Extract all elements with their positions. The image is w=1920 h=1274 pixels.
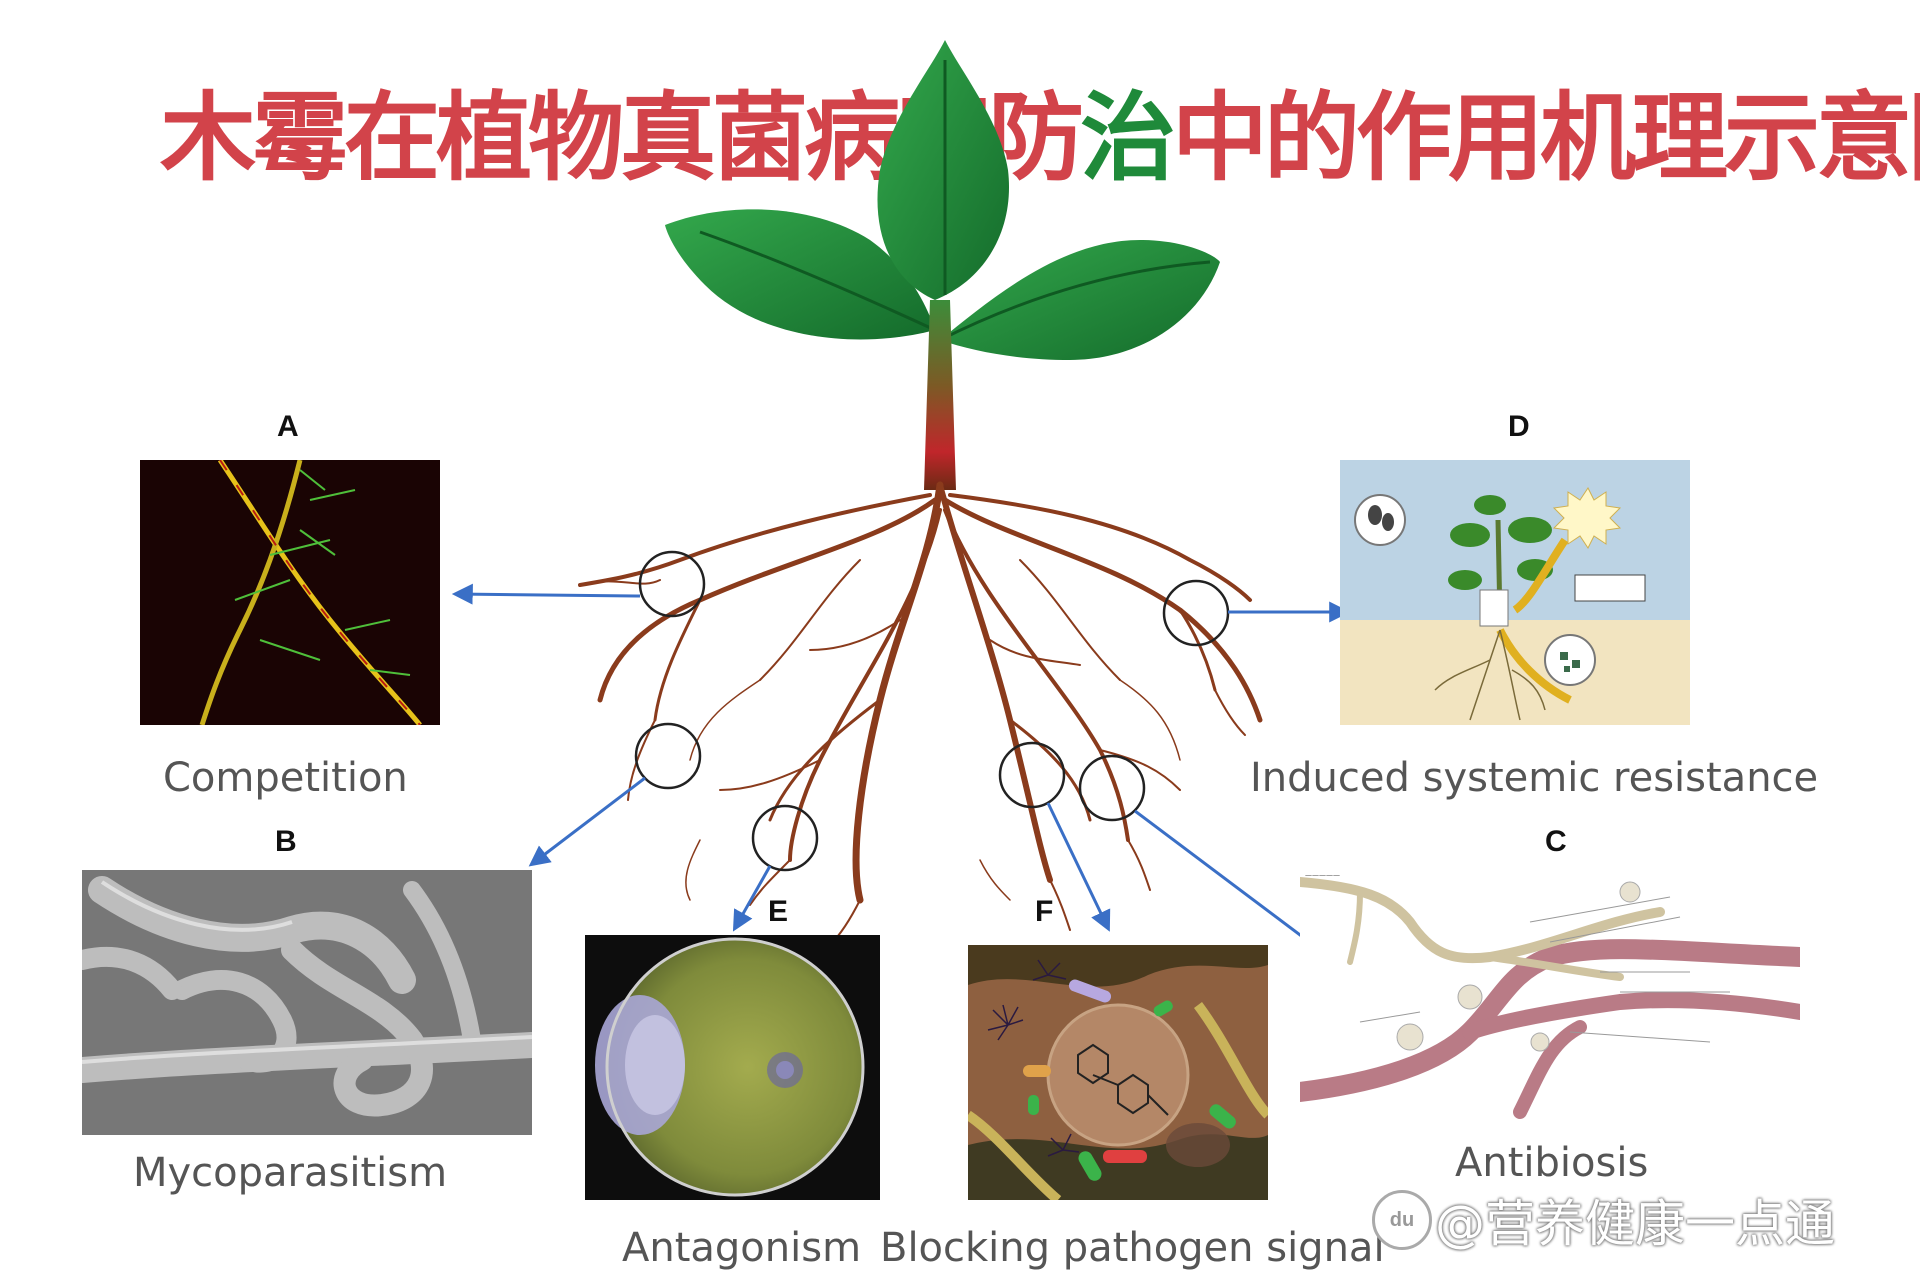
roots (578, 481, 1263, 946)
panel-b-caption: Mycoparasitism (133, 1150, 448, 1196)
panel-f-image (968, 945, 1268, 1200)
svg-text:—————: ————— (1305, 871, 1340, 879)
arrow-to-e (732, 865, 772, 932)
panel-b-image (82, 870, 532, 1135)
panel-c-image: ————— (1300, 862, 1800, 1122)
arrow-to-f (1046, 802, 1111, 932)
panel-d-letter: D (1508, 410, 1530, 443)
panel-a-caption: Competition (163, 755, 408, 801)
arrows (451, 583, 1351, 971)
panel-c-caption: Antibiosis (1455, 1140, 1649, 1186)
panel-f-caption: Blocking pathogen signal (880, 1225, 1385, 1271)
panel-e-letter: E (768, 895, 789, 928)
watermark-text: @营养健康一点通 (1435, 1195, 1835, 1253)
zoom-circle-b (634, 722, 702, 790)
panel-a-letter: A (277, 410, 299, 443)
zoom-circle-c (1078, 754, 1146, 822)
title-part-2: 治 (1080, 82, 1176, 194)
leaf-left (665, 209, 935, 340)
panel-f-letter: F (1035, 895, 1054, 928)
zoom-circle-e (751, 804, 819, 872)
leaf-center (877, 40, 1010, 300)
panel-d-image (1340, 460, 1690, 725)
zoom-circle-a (638, 550, 706, 618)
leaves (665, 40, 1220, 360)
panel-e-caption: Antagonism (622, 1225, 862, 1271)
watermark-badge: du (1372, 1190, 1432, 1250)
panel-c-letter: C (1545, 825, 1567, 858)
arrow-to-a (451, 583, 641, 605)
title-part-3: 中的作用机理示意图 (1172, 82, 1920, 194)
arrow-to-b (528, 776, 646, 867)
panel-d-caption: Induced systemic resistance (1250, 755, 1819, 801)
panel-e-image (585, 935, 880, 1200)
stem (924, 300, 956, 490)
panel-b-letter: B (275, 825, 297, 858)
panel-a-image (140, 460, 440, 725)
zoom-circles (634, 550, 1230, 872)
zoom-circle-f (998, 741, 1066, 809)
